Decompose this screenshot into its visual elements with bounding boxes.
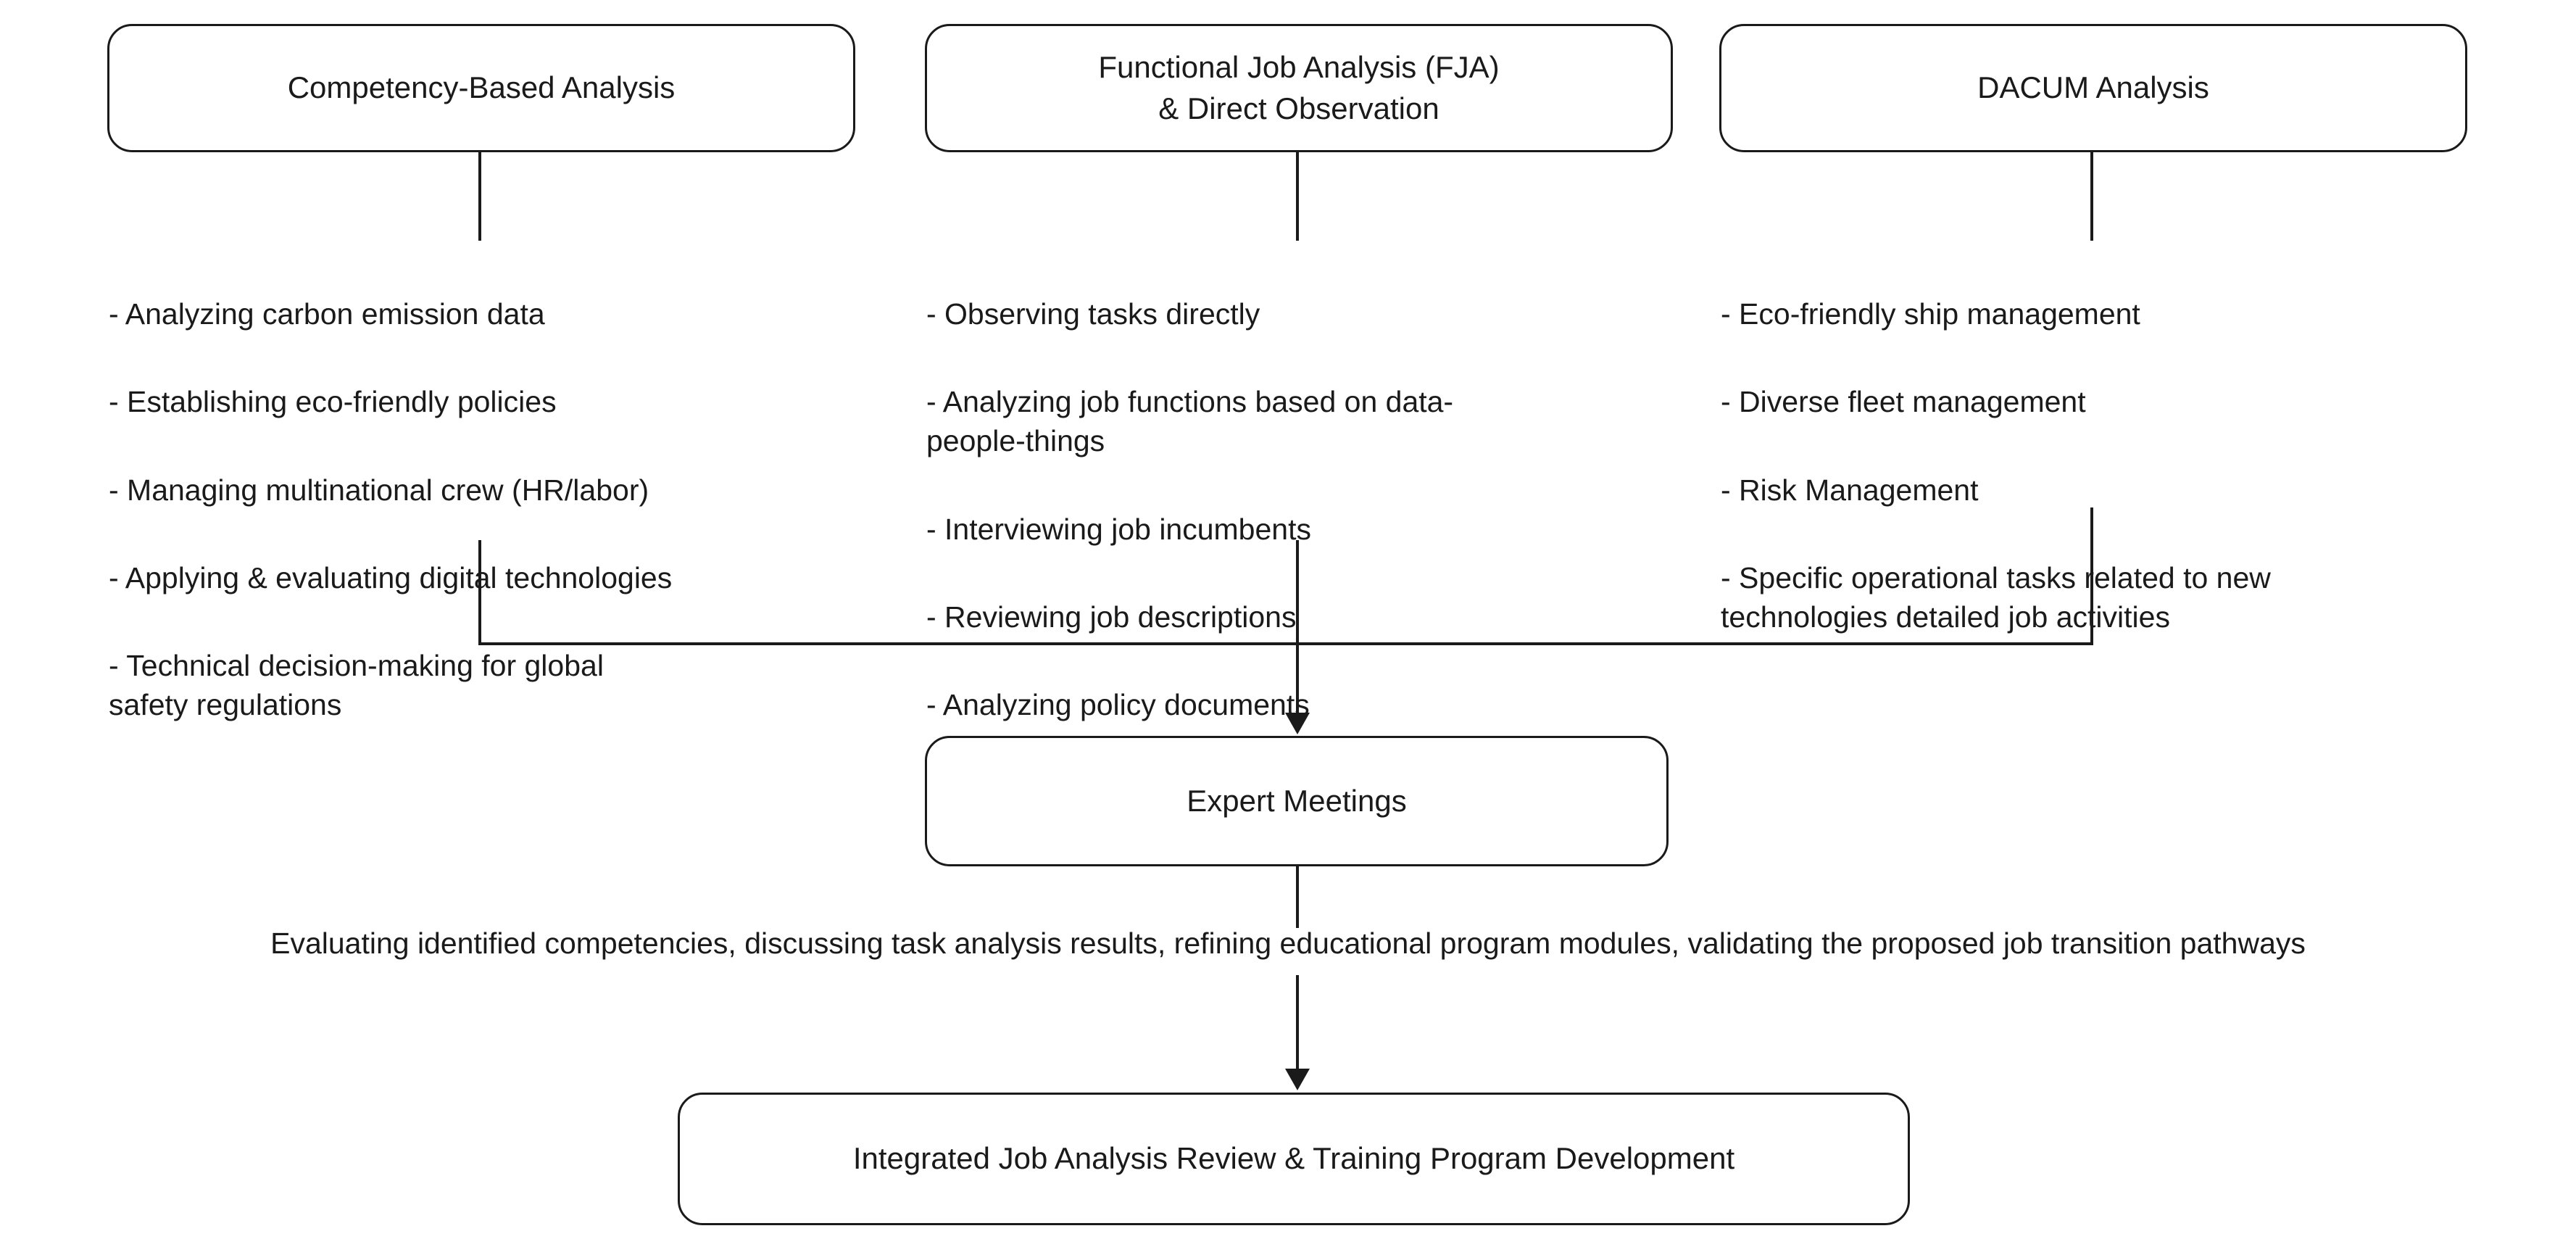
node-expert-meetings-label: Expert Meetings [1187,783,1407,818]
list-item: - Reviewing job descriptions [926,600,1297,634]
connector-caption-to-integrated [1296,975,1299,1071]
connector-competency-stub [478,152,481,241]
connector-fja-leg [1296,540,1299,645]
node-expert-meetings[interactable]: Expert Meetings [925,736,1669,866]
node-functional-job-analysis[interactable]: Functional Job Analysis (FJA) & Direct O… [925,24,1673,152]
list-item: - Managing multinational crew (HR/labor) [109,473,649,507]
connector-dacum-stub [2090,152,2093,241]
list-item: - Applying & evaluating digital technolo… [109,560,673,594]
list-item: - Observing tasks directly [926,297,1260,331]
list-item: - Analyzing carbon emission data [109,297,545,331]
list-item: - Eco-friendly ship management [1721,297,2140,331]
arrow-down-icon [1285,713,1310,734]
list-competency-based-analysis: - Analyzing carbon emission data - Estab… [109,255,877,763]
list-functional-job-analysis: - Observing tasks directly - Analyzing j… [926,255,1651,763]
list-dacum-analysis: - Eco-friendly ship management - Diverse… [1721,255,2489,676]
connector-expert-meetings-down [1296,866,1299,928]
connector-dacum-leg [2090,507,2093,645]
node-integrated-job-analysis-review-label: Integrated Job Analysis Review & Trainin… [852,1141,1735,1176]
list-item: - Specific operational tasks related to … [1721,560,2271,634]
caption-evaluating-activities: Evaluating identified competencies, disc… [270,927,2306,960]
connector-bus-to-expert-meetings [1296,642,1299,715]
list-item: - Establishing eco-friendly policies [109,385,557,419]
list-item: - Diverse fleet management [1721,385,2086,419]
list-item: - Analyzing job functions based on data-… [926,385,1454,458]
list-item: - Technical decision-making for global s… [109,648,604,722]
node-competency-based-analysis[interactable]: Competency-Based Analysis [107,24,855,152]
connector-competency-leg [478,540,481,645]
list-item: - Risk Management [1721,473,1979,507]
arrow-down-icon [1285,1069,1310,1090]
list-item: - Interviewing job incumbents [926,512,1311,546]
node-dacum-analysis-label: DACUM Analysis [1977,70,2209,105]
list-item: - Analyzing policy documents [926,688,1310,722]
connector-fja-stub [1296,152,1299,241]
node-integrated-job-analysis-review[interactable]: Integrated Job Analysis Review & Trainin… [678,1093,1910,1225]
connector-collector-bus [478,642,2093,645]
node-dacum-analysis[interactable]: DACUM Analysis [1719,24,2467,152]
node-competency-based-analysis-label: Competency-Based Analysis [287,70,676,105]
node-functional-job-analysis-label: Functional Job Analysis (FJA) & Direct O… [1098,50,1500,125]
